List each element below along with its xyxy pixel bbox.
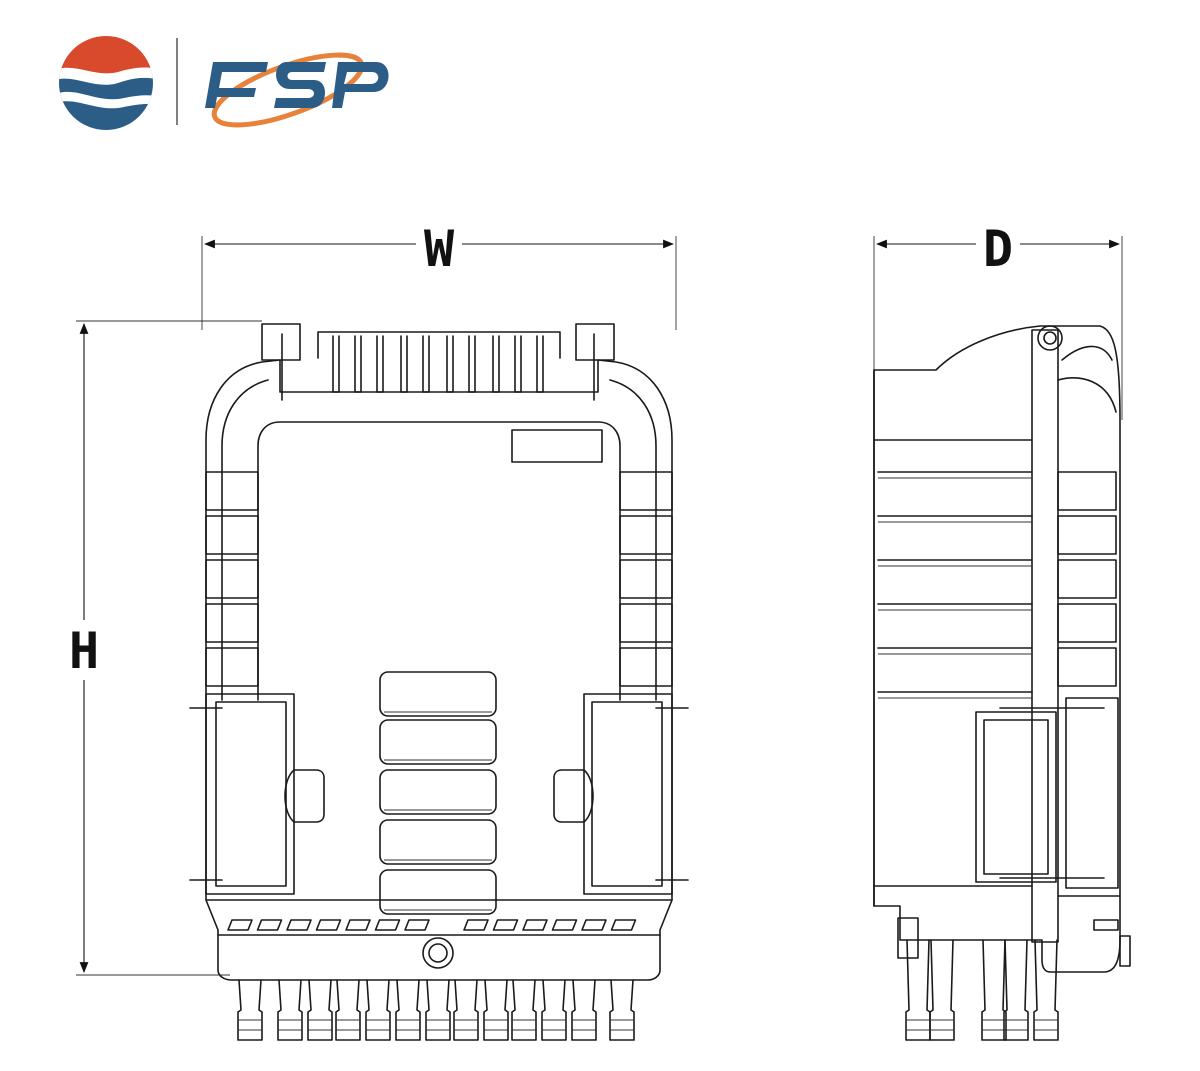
front-body bbox=[205, 323, 673, 981]
adapter-port bbox=[541, 979, 567, 1041]
port-slot bbox=[492, 919, 519, 931]
port-slot bbox=[610, 919, 637, 931]
rib-left bbox=[205, 515, 259, 555]
side-clamp bbox=[897, 917, 919, 959]
width-dimension: W bbox=[201, 220, 677, 330]
rib-right bbox=[619, 471, 673, 511]
rib-right bbox=[619, 515, 673, 555]
top-pin bbox=[492, 335, 500, 393]
adapter-port bbox=[453, 979, 479, 1041]
rib-left bbox=[205, 603, 259, 643]
adapter-port bbox=[307, 979, 333, 1041]
top-pin bbox=[376, 335, 384, 393]
port-slot bbox=[404, 919, 430, 931]
rib-left bbox=[205, 647, 259, 687]
side-adapter bbox=[1003, 939, 1029, 1041]
top-pin bbox=[468, 335, 476, 393]
adapter-port bbox=[237, 979, 263, 1041]
adapter-port bbox=[425, 979, 451, 1041]
port-slot bbox=[256, 919, 283, 931]
rib-left bbox=[205, 559, 259, 599]
front-adapters bbox=[237, 979, 635, 1041]
port-slot bbox=[345, 919, 371, 931]
side-ribs-right bbox=[1057, 471, 1117, 687]
logo-wordmark bbox=[205, 52, 389, 128]
adapter-port bbox=[277, 979, 303, 1041]
bottom-slots bbox=[227, 919, 637, 931]
adapter-port bbox=[571, 979, 597, 1041]
rib-right bbox=[619, 647, 673, 687]
rib-right bbox=[619, 559, 673, 599]
adapter-port bbox=[609, 979, 635, 1041]
port-slot bbox=[374, 919, 401, 931]
side-ribs-left bbox=[877, 471, 1033, 699]
side-adapter bbox=[929, 939, 955, 1041]
port-slot bbox=[581, 919, 607, 931]
front-view: W H bbox=[69, 220, 689, 1041]
rib-right bbox=[619, 603, 673, 643]
adapter-port bbox=[483, 979, 509, 1041]
depth-dimension: D bbox=[873, 220, 1123, 420]
logo bbox=[59, 36, 389, 130]
adapter-port bbox=[511, 979, 537, 1041]
side-adapter bbox=[1033, 939, 1059, 1041]
top-pin bbox=[422, 335, 430, 393]
port-slot bbox=[551, 919, 578, 931]
width-label: W bbox=[424, 220, 455, 278]
top-pin bbox=[514, 335, 522, 393]
top-pin bbox=[536, 335, 544, 393]
left-latch bbox=[189, 693, 325, 895]
side-adapter bbox=[905, 939, 931, 1041]
splice-tray bbox=[379, 719, 497, 765]
side-rib bbox=[1057, 559, 1117, 599]
port-slot bbox=[315, 919, 342, 931]
splice-tray bbox=[379, 869, 497, 915]
right-latch bbox=[553, 693, 689, 895]
splice-tray bbox=[379, 769, 497, 815]
depth-label: D bbox=[983, 220, 1013, 278]
port-slot bbox=[522, 919, 548, 931]
height-dimension: H bbox=[69, 320, 262, 976]
splice-tray bbox=[379, 819, 497, 865]
side-adapter bbox=[981, 939, 1007, 1041]
height-label: H bbox=[69, 622, 99, 680]
splice-tray bbox=[379, 671, 497, 717]
top-pin bbox=[446, 335, 454, 393]
side-body bbox=[873, 325, 1131, 973]
side-rib bbox=[1057, 471, 1117, 511]
port-slot bbox=[463, 919, 489, 931]
top-pin bbox=[400, 335, 408, 393]
adapter-port bbox=[365, 979, 391, 1041]
port-slot bbox=[286, 919, 312, 931]
top-pin bbox=[354, 335, 362, 393]
side-rib bbox=[1057, 647, 1117, 687]
side-view: D bbox=[873, 220, 1131, 1041]
top-pins bbox=[332, 335, 544, 393]
port-slot bbox=[227, 919, 253, 931]
adapter-port bbox=[335, 979, 361, 1041]
side-rib bbox=[1057, 603, 1117, 643]
logo-emblem-icon bbox=[59, 36, 153, 130]
top-pin bbox=[332, 335, 340, 393]
side-rib bbox=[1057, 515, 1117, 555]
side-adapters bbox=[897, 917, 1059, 1041]
splice-trays bbox=[379, 671, 497, 915]
side-ribs bbox=[205, 471, 673, 687]
adapter-port bbox=[395, 979, 421, 1041]
rib-left bbox=[205, 471, 259, 511]
